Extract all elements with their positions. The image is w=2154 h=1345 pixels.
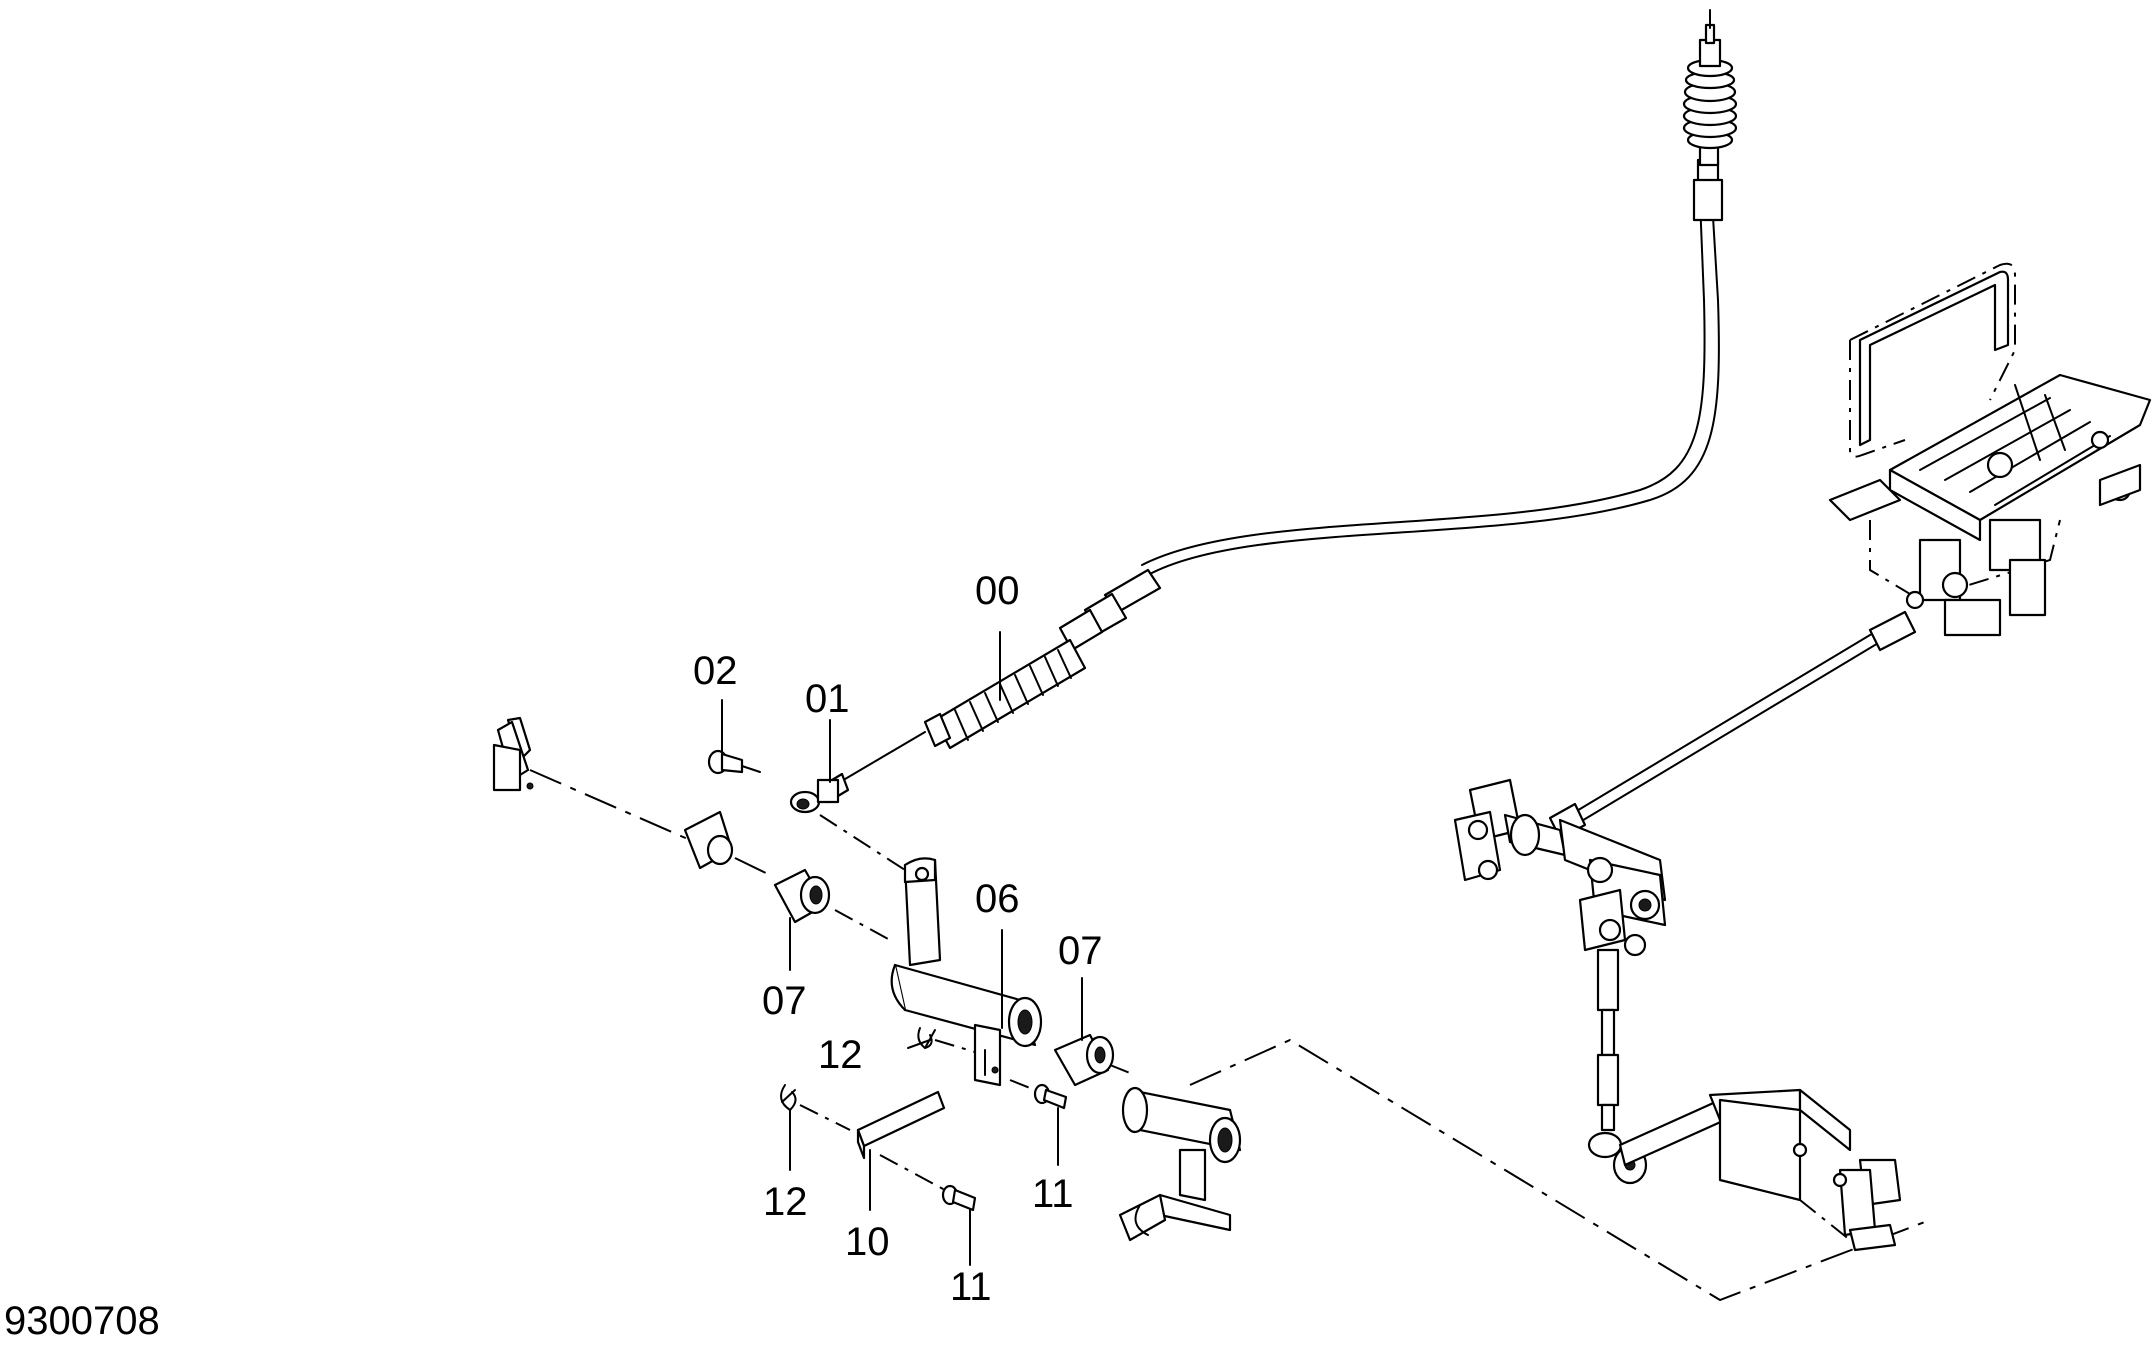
label-12-lower: 12: [763, 1180, 808, 1224]
pin-02[interactable]: [707, 749, 761, 775]
label-07-right: 07: [1058, 929, 1103, 973]
leader-lines: [721, 631, 1083, 1266]
clip-12-lower[interactable]: [780, 1084, 797, 1112]
label-06: 06: [975, 877, 1020, 921]
pin-11-upper[interactable]: [1009, 1079, 1068, 1110]
lever[interactable]: [890, 857, 1043, 1087]
label-02: 02: [693, 649, 738, 693]
label-10: 10: [845, 1220, 890, 1264]
label-11-lower: 11: [950, 1265, 992, 1309]
pedal-assembly: [1828, 262, 2152, 637]
label-07-left: 07: [762, 979, 807, 1023]
lower-bracket: [1618, 1088, 1902, 1252]
label-11-upper: 11: [1032, 1172, 1074, 1216]
pin-11-lower[interactable]: [879, 1154, 977, 1212]
label-12-upper: 12: [818, 1033, 863, 1077]
label-01: 01: [805, 677, 850, 721]
control-cable[interactable]: [839, 9, 1738, 783]
clip-12-upper[interactable]: [917, 1027, 936, 1050]
linkage-mechanism: [1453, 778, 1667, 1185]
pedal-shaft-tube: [1118, 1086, 1242, 1242]
drawing-reference: 9300708: [4, 1299, 160, 1343]
plate-10[interactable]: [856, 1090, 946, 1160]
label-00: 00: [975, 569, 1020, 613]
clevis[interactable]: [789, 772, 850, 814]
left-shaft: [492, 716, 534, 792]
upper-boot: [1682, 9, 1738, 150]
bushing-left[interactable]: [773, 868, 831, 924]
shaft-segment: [683, 810, 734, 870]
lower-boot: [933, 638, 1087, 750]
bushing-right[interactable]: [1053, 1033, 1115, 1087]
linkage-rod: [1548, 610, 1917, 840]
